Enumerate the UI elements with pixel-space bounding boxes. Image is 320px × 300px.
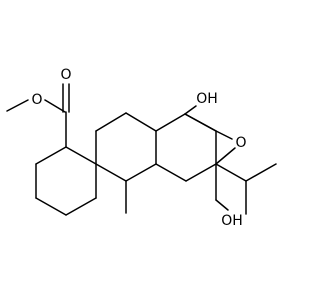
bond-isopropyl-2 [245,163,277,182]
chemical-structure-diagram: O O OH O OH [6,67,277,229]
epoxide-oxygen-label: O [235,135,246,151]
carbonyl-oxygen-label: O [60,67,71,83]
bond-ringA-4 [35,197,67,216]
bond-ringC-1 [155,113,186,132]
bond-epoxide-o-c [215,147,236,165]
bond-o-carbonylc [44,99,66,113]
bond-epoxide-c-o [215,130,233,140]
bond-isopropyl-1 [215,163,247,182]
bond-ringC-4 [185,163,217,182]
bond-oh-top [184,105,197,115]
bond-ringB-3 [125,112,157,132]
hydroxyl-top-label: OH [196,91,218,107]
bond-ringA-6 [35,146,67,165]
bond-ringA-1 [65,146,97,165]
bond-epoxide-1 [184,113,217,132]
bond-methyl-o [6,99,29,112]
bond-ringA-3 [65,197,97,216]
ester-oxygen-label: O [31,92,42,108]
bond-ringC-5 [155,163,187,182]
bond-lines [6,83,277,216]
atom-labels: O O OH O OH [31,67,246,229]
bond-oh-bottom-2 [215,199,229,211]
bond-ringB-5 [125,163,157,182]
bond-ringB-6 [95,163,127,182]
hydroxyl-bottom-label: OH [221,213,243,229]
bond-ringB-2 [95,112,127,132]
